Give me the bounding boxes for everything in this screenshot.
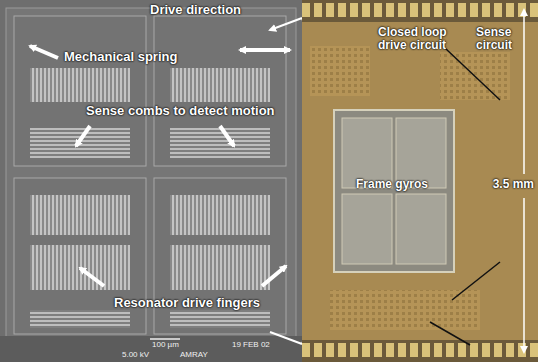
dimension-label: 3.5 mm xyxy=(493,178,534,191)
scale-bar-label: 100 µm xyxy=(152,341,179,350)
circuit-label: Sense circuit xyxy=(476,26,526,52)
instrument-text: 5.00 kV xyxy=(122,351,149,360)
circuit-label: Closed loop drive circuit xyxy=(378,26,452,52)
direction-label: Drive direction xyxy=(150,3,241,17)
part-label: Frame gyros xyxy=(356,178,428,191)
part-label: Mechanical spring xyxy=(64,50,177,64)
part-label: Sense combs to detect motion xyxy=(86,104,275,118)
date-text: 19 FEB 02 xyxy=(232,341,270,350)
part-label: Resonator drive fingers xyxy=(114,296,260,310)
instrument-text: AMRAY xyxy=(180,351,208,360)
